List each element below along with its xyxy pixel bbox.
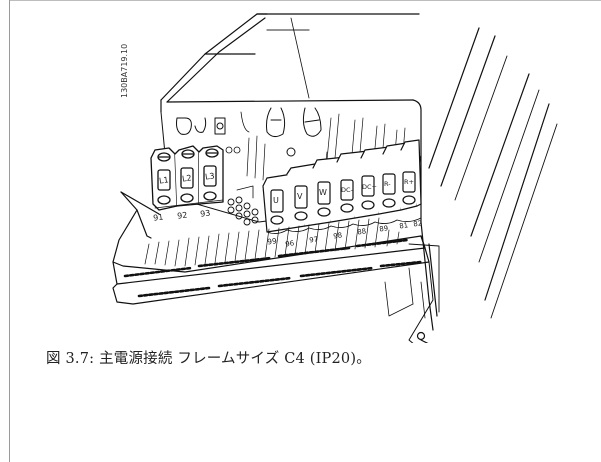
mains-terminal-block [150,145,224,211]
ground-label: 99 [267,236,278,246]
terminal-label-V: V [297,192,303,201]
drive-housing [160,13,558,343]
figure-frame: 130BA719.10 [9,0,601,343]
terminal-number-92: 92 [177,210,188,220]
terminal-label-dc-minus: DC- [341,186,354,194]
mains-terminal-labels: L1 L2 L3 91 92 93 [153,171,216,222]
terminal-label-L3: L3 [204,171,215,181]
terminal-number-82: 82 [413,219,423,228]
terminal-label-L2: L2 [181,173,192,183]
terminal-number-97: 97 [309,235,319,244]
figure-code: 130BA719.10 [120,44,129,98]
terminal-number-93: 93 [200,208,211,218]
terminal-number-91: 91 [153,212,164,222]
terminal-number-88: 88 [357,227,367,236]
terminal-number-98: 98 [333,231,343,240]
page-left-rule [9,0,10,462]
terminal-label-U: U [273,196,279,205]
vent-plate [112,191,440,343]
terminal-number-89: 89 [379,224,389,233]
motor-terminal-block [262,139,422,235]
terminal-number-81: 81 [399,221,409,230]
drive-illustration: 130BA719.10 [112,13,558,343]
terminal-number-96: 96 [285,239,295,248]
ground-screws: 99 [227,185,278,246]
figure-caption: 図 3.7: 主電源接続 フレームサイズ C4 (IP20)。 [46,351,371,367]
terminal-label-r-minus: R- [384,180,391,188]
motor-terminal-labels: U V W DC- DC+ R- R+ 96 97 98 88 89 81 82 [273,178,423,248]
terminal-label-W: W [319,188,327,197]
terminal-label-dc-plus: DC+ [362,183,377,191]
page-top-rule [9,0,601,1]
terminal-label-r-plus: R+ [404,178,414,186]
terminal-label-L1: L1 [158,175,169,185]
